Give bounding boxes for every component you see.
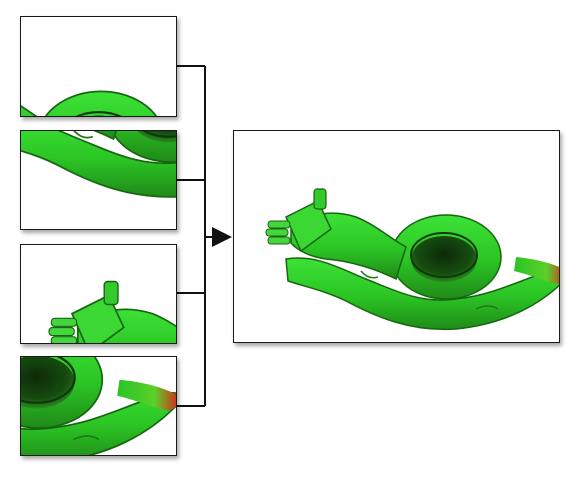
tile-2 bbox=[20, 130, 177, 230]
tile-4-image bbox=[21, 357, 176, 455]
tile-3-image bbox=[47, 280, 176, 343]
tile-1-image bbox=[21, 60, 176, 116]
assembled-view-image bbox=[265, 188, 559, 331]
tile-4 bbox=[20, 356, 177, 456]
tile-1 bbox=[20, 16, 177, 117]
assembled-view bbox=[233, 130, 560, 343]
tile-3 bbox=[20, 244, 177, 344]
tile-2-image bbox=[21, 131, 176, 199]
